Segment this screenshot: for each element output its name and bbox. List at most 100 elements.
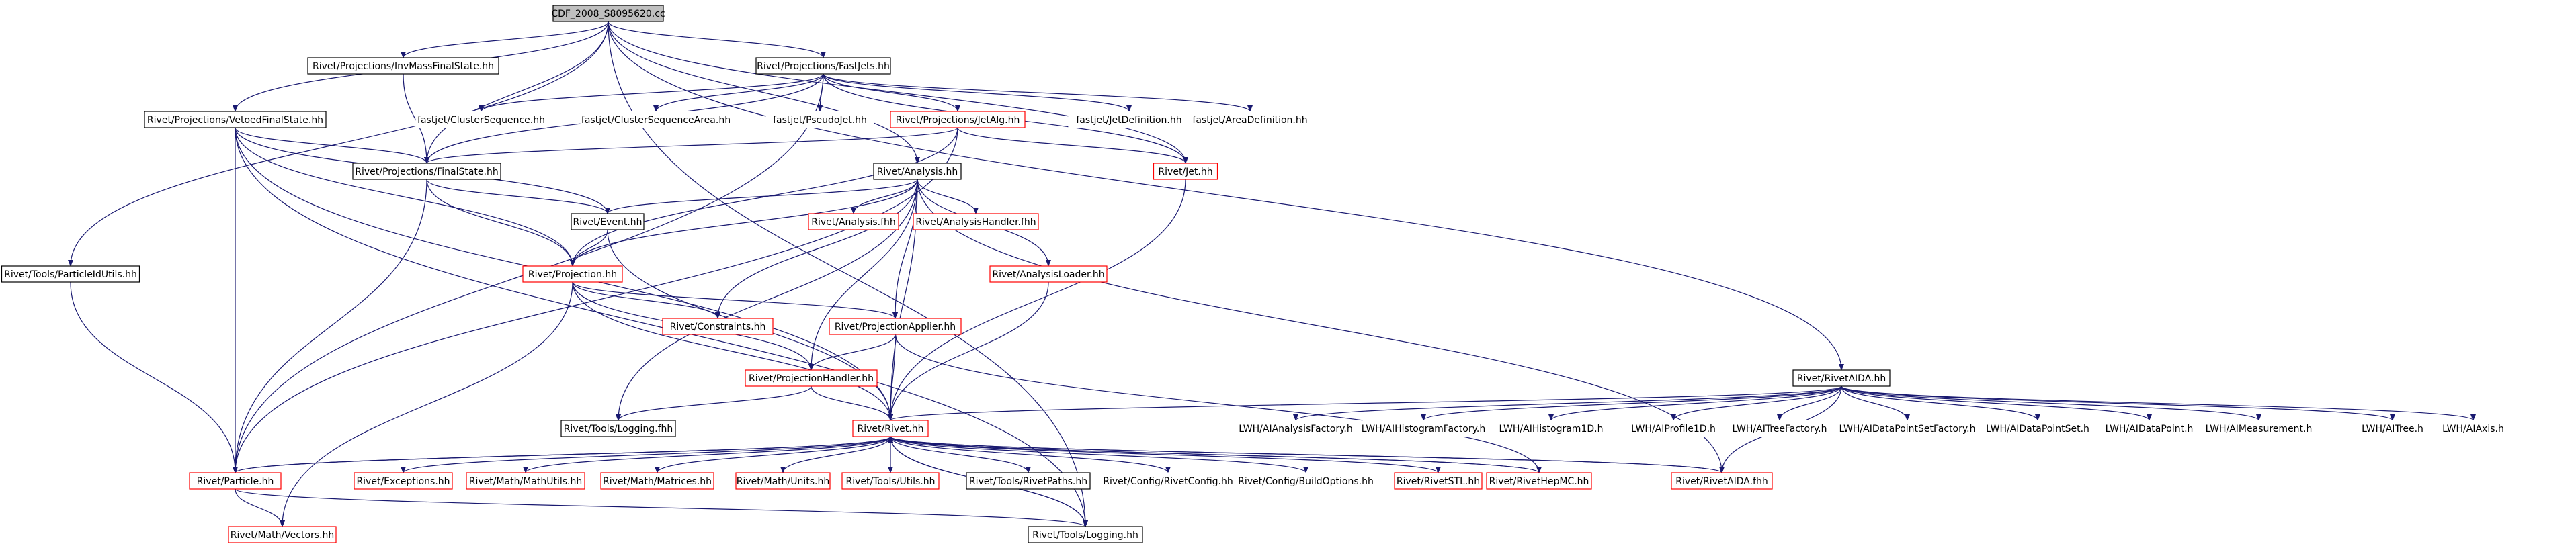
node-logging_fhh[interactable]: Rivet/Tools/Logging.fhh (560, 420, 676, 437)
node-label: Rivet/Projections/FastJets.hh (757, 61, 890, 72)
node-lwh4[interactable]: LWH/AIProfile1D.h (1630, 420, 1717, 437)
node-lwh11[interactable]: LWH/AIAxis.h (2436, 420, 2510, 437)
node-logging_hh[interactable]: Rivet/Tools/Logging.hh (1028, 526, 1143, 543)
node-vectors[interactable]: Rivet/Math/Vectors.hh (228, 526, 337, 543)
node-box (1028, 526, 1143, 543)
node-lwh8[interactable]: LWH/AIDataPoint.h (2102, 420, 2197, 437)
node-analysisfhh[interactable]: Rivet/Analysis.fhh (808, 213, 899, 230)
node-lwh9[interactable]: LWH/AIMeasurement.h (2201, 420, 2317, 437)
node-label: Rivet/RivetHepMC.hh (1489, 476, 1589, 487)
node-lwh6[interactable]: LWH/AIDataPointSetFactory.h (1838, 420, 1977, 437)
edge-rivet-to-mathutils (523, 436, 891, 473)
node-label: Rivet/Particle.hh (197, 476, 274, 487)
node-areadef[interactable]: fastjet/AreaDefinition.hh (1186, 111, 1315, 128)
node-label: Rivet/Projections/FinalState.hh (355, 167, 498, 177)
edge-root-to-particleutils (68, 21, 609, 267)
node-label: Rivet/Tools/Logging.hh (1032, 530, 1138, 541)
node-lwh2[interactable]: LWH/AIHistogramFactory.h (1362, 420, 1485, 437)
node-jet[interactable]: Rivet/Jet.hh (1153, 163, 1218, 180)
node-lwh7[interactable]: LWH/AIDataPointSet.h (1981, 420, 2095, 437)
node-root[interactable]: CDF_2008_S8095620.cc (551, 5, 665, 22)
node-vetoed[interactable]: Rivet/Projections/VetoedFinalState.hh (144, 111, 327, 128)
node-fastjets[interactable]: Rivet/Projections/FastJets.hh (755, 57, 891, 75)
node-particleutils[interactable]: Rivet/Tools/ParticleIdUtils.hh (1, 265, 140, 283)
node-projapplier[interactable]: Rivet/ProjectionApplier.hh (829, 318, 962, 335)
node-label: Rivet/Projections/JetAlg.hh (896, 115, 1020, 126)
edge-analysis-to-constraints (715, 179, 918, 319)
node-label: Rivet/Analysis.hh (877, 167, 958, 177)
node-box (1237, 420, 1354, 437)
node-rivetaida[interactable]: Rivet/RivetAIDA.hh (1792, 369, 1891, 387)
node-box (1186, 111, 1315, 128)
node-label: fastjet/ClusterSequenceArea.hh (581, 115, 731, 126)
node-rivet[interactable]: Rivet/Rivet.hh (852, 420, 929, 437)
node-exceptions[interactable]: Rivet/Exceptions.hh (354, 472, 453, 490)
edge-root-to-analysis (608, 21, 920, 164)
edge-event-to-projection (570, 229, 608, 267)
node-pseudojet[interactable]: fastjet/PseudoJet.hh (765, 111, 874, 128)
node-projhandler[interactable]: Rivet/ProjectionHandler.hh (745, 369, 878, 387)
node-lwh3[interactable]: LWH/AIHistogram1D.h (1497, 420, 1606, 437)
node-box (873, 163, 962, 180)
node-analysisloader[interactable]: Rivet/AnalysisLoader.hh (989, 265, 1108, 283)
node-box (571, 213, 645, 230)
node-label: LWH/AIDataPointSetFactory.h (1839, 424, 1976, 435)
node-projection[interactable]: Rivet/Projection.hh (522, 265, 623, 283)
edge-rivetaidafhh-to-rivet (888, 436, 1722, 473)
node-clseqarea[interactable]: fastjet/ClusterSequenceArea.hh (580, 111, 732, 128)
node-box (890, 111, 1026, 128)
node-label: LWH/AIDataPoint.h (2106, 424, 2194, 435)
node-label: Rivet/Math/Units.hh (737, 476, 829, 487)
node-mathutils[interactable]: Rivet/Math/MathUtils.hh (466, 472, 585, 490)
edge-rivetaida-to-rivet (888, 385, 1842, 421)
node-particle[interactable]: Rivet/Particle.hh (189, 472, 282, 490)
node-jetalg[interactable]: Rivet/Projections/JetAlg.hh (890, 111, 1026, 128)
node-rivetpaths[interactable]: Rivet/Tools/RivetPaths.hh (966, 472, 1091, 490)
node-event[interactable]: Rivet/Event.hh (571, 213, 645, 230)
edge-rivetaida-to-lwh5 (1777, 385, 1842, 421)
node-lwh10[interactable]: LWH/AITree.h (2356, 420, 2429, 437)
node-label: LWH/AIHistogram1D.h (1499, 424, 1604, 435)
node-rivetstl[interactable]: Rivet/RivetSTL.hh (1394, 472, 1483, 490)
node-label: Rivet/Config/BuildOptions.hh (1238, 476, 1374, 487)
node-box (852, 420, 929, 437)
edge-rivet-to-exceptions (401, 436, 891, 473)
node-box (1362, 420, 1485, 437)
node-box (466, 472, 585, 490)
node-rivetaidafhh[interactable]: Rivet/RivetAIDA.fhh (1671, 472, 1773, 490)
node-label: fastjet/AreaDefinition.hh (1192, 115, 1307, 126)
node-utils[interactable]: Rivet/Tools/Utils.hh (841, 472, 940, 490)
node-box (144, 111, 327, 128)
node-finalstate[interactable]: Rivet/Projections/FinalState.hh (352, 163, 501, 180)
edge-analysis-to-event (605, 179, 918, 214)
edge-rivetaida-to-lwh6 (1841, 385, 1910, 421)
edge-particleutils-to-particle (70, 281, 238, 473)
node-units[interactable]: Rivet/Math/Units.hh (735, 472, 831, 490)
edge-projection-to-projapplier (572, 281, 898, 319)
node-box (765, 111, 874, 128)
node-box (989, 265, 1108, 283)
node-analysis[interactable]: Rivet/Analysis.hh (873, 163, 962, 180)
edge-analysis-to-projapplier (892, 179, 918, 319)
node-lwh1[interactable]: LWH/AIAnalysisFactory.h (1237, 420, 1354, 437)
node-box (808, 213, 899, 230)
node-box (755, 57, 891, 75)
node-box (1497, 420, 1606, 437)
node-jetdef[interactable]: fastjet/JetDefinition.hh (1068, 111, 1190, 128)
node-label: Rivet/ProjectionHandler.hh (749, 373, 874, 384)
edge-rivetaida-to-lwh7 (1841, 385, 2040, 421)
node-constraints[interactable]: Rivet/Constraints.hh (662, 318, 774, 335)
node-rivetconfig[interactable]: Rivet/Config/RivetConfig.hh (1103, 472, 1233, 490)
node-rivethepmc[interactable]: Rivet/RivetHepMC.hh (1486, 472, 1592, 490)
edge-analysis-to-analysisfhh (851, 179, 918, 214)
node-box (1630, 420, 1717, 437)
node-matrices[interactable]: Rivet/Math/Matrices.hh (600, 472, 714, 490)
node-buildoptions[interactable]: Rivet/Config/BuildOptions.hh (1237, 472, 1375, 490)
node-invmass[interactable]: Rivet/Projections/InvMassFinalState.hh (307, 57, 499, 75)
edge-rivet-to-units (780, 436, 891, 473)
edge-vetoed-to-projection (235, 127, 575, 267)
node-lwh5[interactable]: LWH/AITreeFactory.h (1731, 420, 1829, 437)
edge-fastjets-to-jetalg (823, 73, 960, 112)
node-analysishandler[interactable]: Rivet/AnalysisHandler.fhh (913, 213, 1039, 230)
node-clseq[interactable]: fastjet/ClusterSequence.hh (415, 111, 547, 128)
